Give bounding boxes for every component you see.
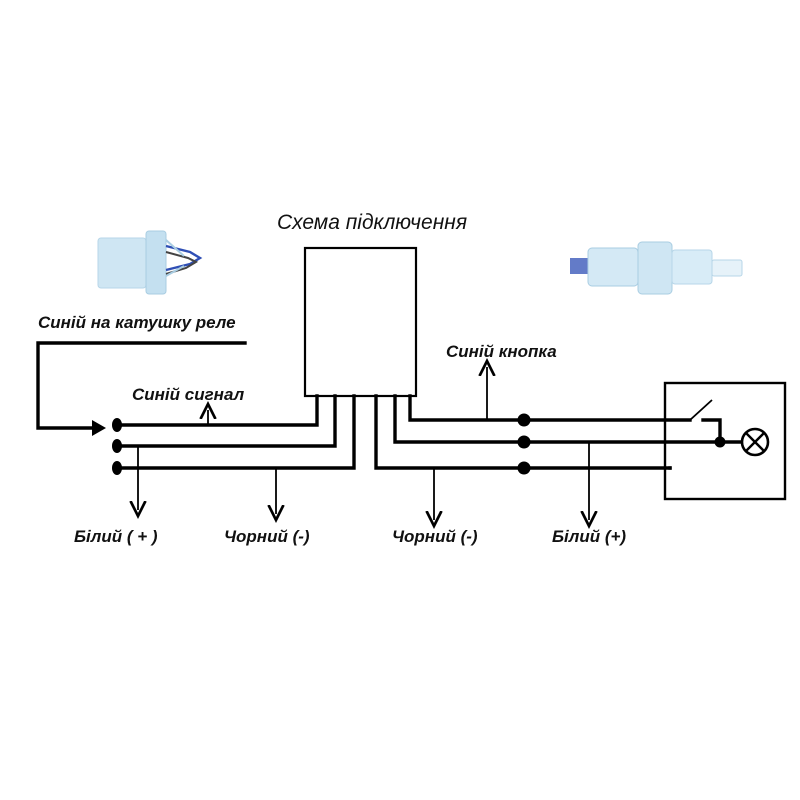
lamp-icon: [740, 427, 770, 457]
label-blue-button: Синій кнопка: [446, 342, 557, 361]
connector-male-icon: [570, 241, 743, 295]
label-white-left: Білий ( + ): [74, 527, 158, 546]
switch-icon: [670, 399, 713, 421]
diagram-title: Схема підключення: [277, 211, 467, 234]
switch-box: [663, 381, 787, 501]
connector-female-icon: [97, 230, 203, 295]
label-blue-signal: Синій сигнал: [132, 385, 245, 404]
arrow-icon: [92, 420, 106, 436]
label-white-right: Білий (+): [552, 527, 626, 546]
label-black-left: Чорний (-): [224, 527, 310, 546]
label-black-right: Чорний (-): [392, 527, 478, 546]
control-module: [303, 246, 418, 398]
label-blue-coil: Синій на катушку реле: [38, 313, 236, 332]
